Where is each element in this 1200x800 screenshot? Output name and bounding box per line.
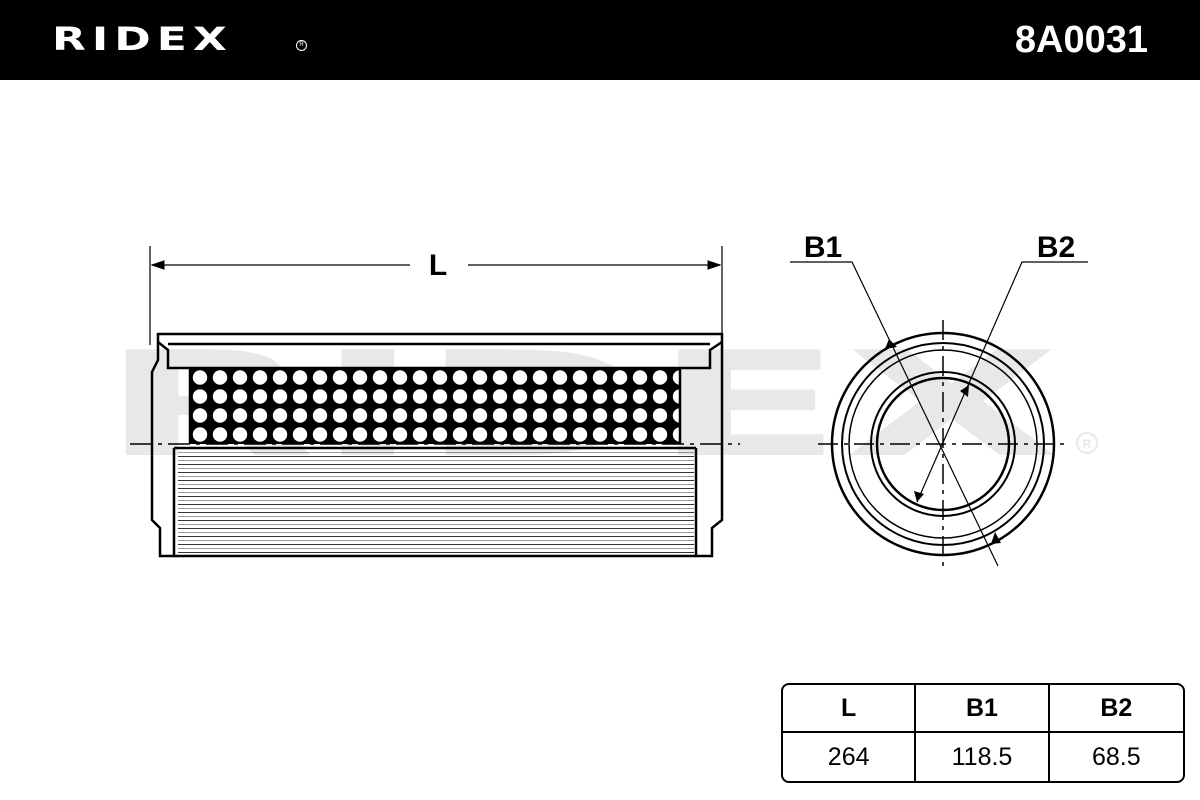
pleated-filter-media (178, 448, 694, 554)
outer-diameter-label: B1 (804, 231, 842, 264)
length-dimension (149, 246, 723, 345)
header-cell-length: L (783, 685, 917, 733)
part-number: 8A0031 (1014, 19, 1148, 61)
value-cell-inner-diameter: 68.5 (1091, 742, 1141, 771)
value-cell-outer-diameter: 118.5 (916, 733, 1050, 781)
spec-table: L B1 B2 264 118.5 68.5 (781, 683, 1185, 783)
brand-logo: RIDEX (52, 21, 233, 58)
registered-mark: R (296, 40, 307, 51)
filter-side-view (130, 332, 740, 558)
inner-diameter-label: B2 (1037, 231, 1075, 264)
perforated-mesh (190, 368, 680, 444)
header-cell-inner-diameter: B2 (1049, 685, 1183, 733)
watermark-registered-mark: R (1076, 432, 1098, 454)
header-bar: RIDEX R 8A0031 (0, 0, 1200, 80)
header-cell-outer-diameter: B1 (916, 685, 1050, 733)
svg-text:R: R (1083, 437, 1092, 451)
length-label: L (429, 249, 447, 282)
technical-drawing: RIDEX R L (100, 231, 1098, 570)
value-cell-length: 264 (783, 733, 917, 781)
filter-front-view (790, 261, 1088, 570)
